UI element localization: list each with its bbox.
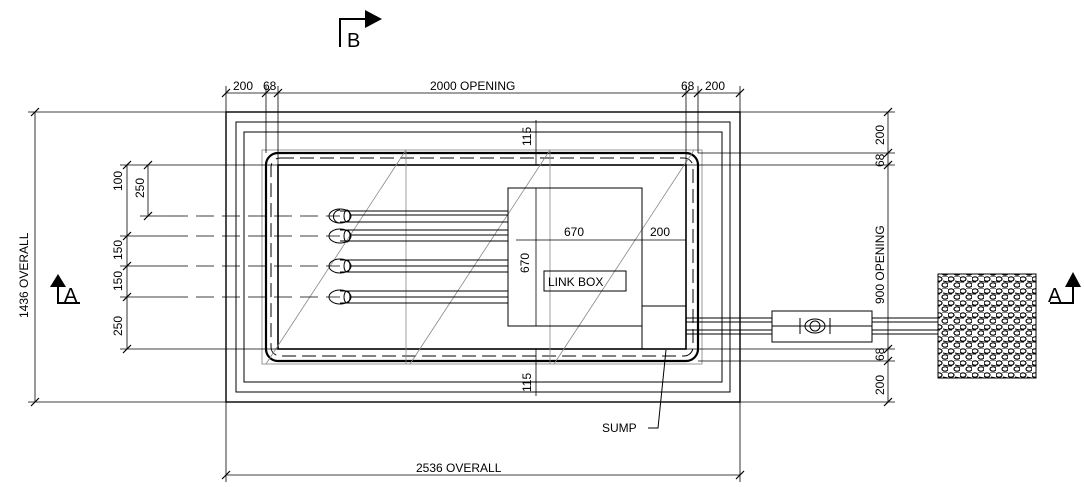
section-a-left-label: A [64,285,78,307]
section-b-label: B [347,30,360,52]
external-duct [686,310,938,343]
dimension-ticks [30,88,893,480]
dim-right-bottom-200: 200 [873,375,887,395]
dim-right-top-68: 68 [873,153,887,167]
dim-left-150-b: 150 [111,271,125,291]
duct-3 [328,258,508,274]
dim-overall-width: 2536 OVERALL [416,461,502,475]
dimension-texts: 200 68 2000 OPENING 68 200 2536 OVERALL … [17,79,887,475]
link-box: LINK BOX [507,187,643,327]
dim-left-150-a: 150 [111,240,125,260]
dim-left-100: 100 [111,171,125,191]
dim-box-670-h: 670 [564,225,584,239]
sump-label: SUMP [602,421,637,435]
dimension-lines [28,86,895,482]
link-box-label: LINK BOX [548,275,603,289]
hidden-lines [265,149,695,365]
dim-box-200: 200 [650,225,670,239]
dim-top-right-68: 68 [681,79,695,93]
section-marker-a-right: A [1048,272,1081,307]
dim-left-250-top: 250 [133,178,147,198]
cable-ducts [328,208,508,305]
dim-top-right-200: 200 [705,79,725,93]
dim-opening-height: 900 OPENING [873,225,887,304]
dim-right-bottom-68: 68 [873,347,887,361]
dim-inner-bottom-115: 115 [520,373,534,392]
section-marker-b: B [339,10,382,52]
dim-left-250-bottom: 250 [111,316,125,336]
dim-top-left-68: 68 [263,79,277,93]
section-marker-a-left: A [50,274,80,307]
chamber-frames [225,111,741,403]
dim-inner-top-115: 115 [520,127,534,146]
sump: SUMP [602,305,687,435]
duct-4 [328,289,508,305]
dim-box-670-v: 670 [518,253,532,273]
dim-overall-height: 1436 OVERALL [17,232,31,318]
dim-right-top-200: 200 [873,125,887,145]
section-a-right-label: A [1048,285,1062,307]
gravel-soakaway [937,273,1037,379]
dim-opening-width: 2000 OPENING [430,79,515,93]
dim-top-left-200: 200 [233,79,253,93]
duct-2 [328,228,508,244]
duct-1 [328,208,508,224]
